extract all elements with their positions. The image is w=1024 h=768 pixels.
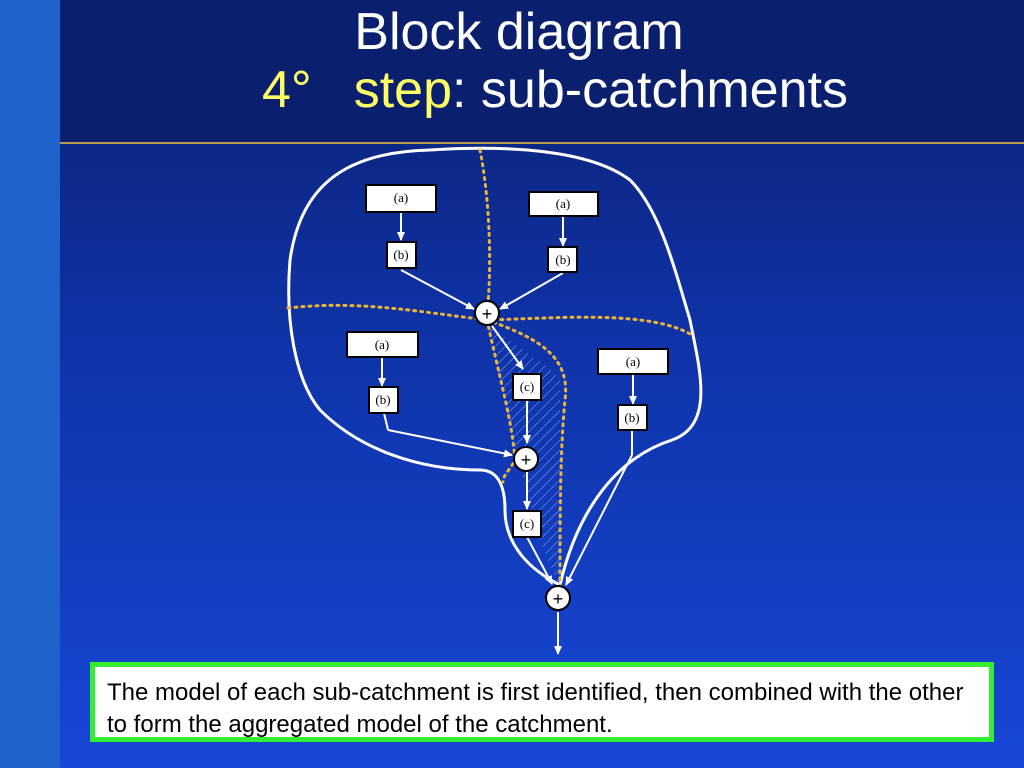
sum-junction-2-label: + xyxy=(521,450,532,470)
caption-text: The model of each sub-catchment is first… xyxy=(107,679,964,738)
block-c-2-label: (c) xyxy=(520,516,534,531)
block-a-2: (a) xyxy=(528,191,599,217)
block-b-1-label: (b) xyxy=(393,247,408,262)
title-line1: Block diagram xyxy=(354,3,684,61)
slide-title: Block diagram xyxy=(37,4,1001,60)
block-a-3-label: (a) xyxy=(375,337,389,352)
sum-junction-1-label: + xyxy=(482,304,493,324)
connectors xyxy=(378,212,637,655)
block-a-3: (a) xyxy=(346,331,419,358)
caption-box: The model of each sub-catchment is first… xyxy=(90,662,994,742)
block-a-1: (a) xyxy=(365,184,437,213)
block-b-3: (b) xyxy=(368,386,399,414)
title-rule xyxy=(60,142,1024,144)
title-area xyxy=(60,0,1024,142)
block-c-1: (c) xyxy=(512,373,542,401)
title-step-word: step xyxy=(353,61,453,119)
sum-junction-3-label: + xyxy=(553,589,564,609)
block-b-4-label: (b) xyxy=(624,410,639,425)
sum-junction-2: + xyxy=(513,446,539,472)
sum-junction-1: + xyxy=(474,300,500,326)
block-b-3-label: (b) xyxy=(375,392,390,407)
block-a-2-label: (a) xyxy=(556,196,570,211)
block-a-4: (a) xyxy=(597,348,669,375)
side-bar xyxy=(0,0,60,768)
sum-junction-3: + xyxy=(545,585,571,611)
slide-subtitle: 4° step: sub-catchments xyxy=(73,62,1024,118)
block-b-2: (b) xyxy=(547,246,578,273)
sub-catchment-dividers xyxy=(286,148,694,590)
block-b-4: (b) xyxy=(617,404,648,431)
block-c-1-label: (c) xyxy=(520,379,534,394)
block-b-1: (b) xyxy=(386,241,417,269)
block-a-4-label: (a) xyxy=(626,354,640,369)
title-step-number: 4° xyxy=(262,61,312,119)
block-a-1-label: (a) xyxy=(394,190,408,205)
block-c-2: (c) xyxy=(512,510,542,538)
title-rest: : sub-catchments xyxy=(452,61,848,119)
catchment-boundary xyxy=(287,146,703,587)
block-b-2-label: (b) xyxy=(555,252,570,267)
